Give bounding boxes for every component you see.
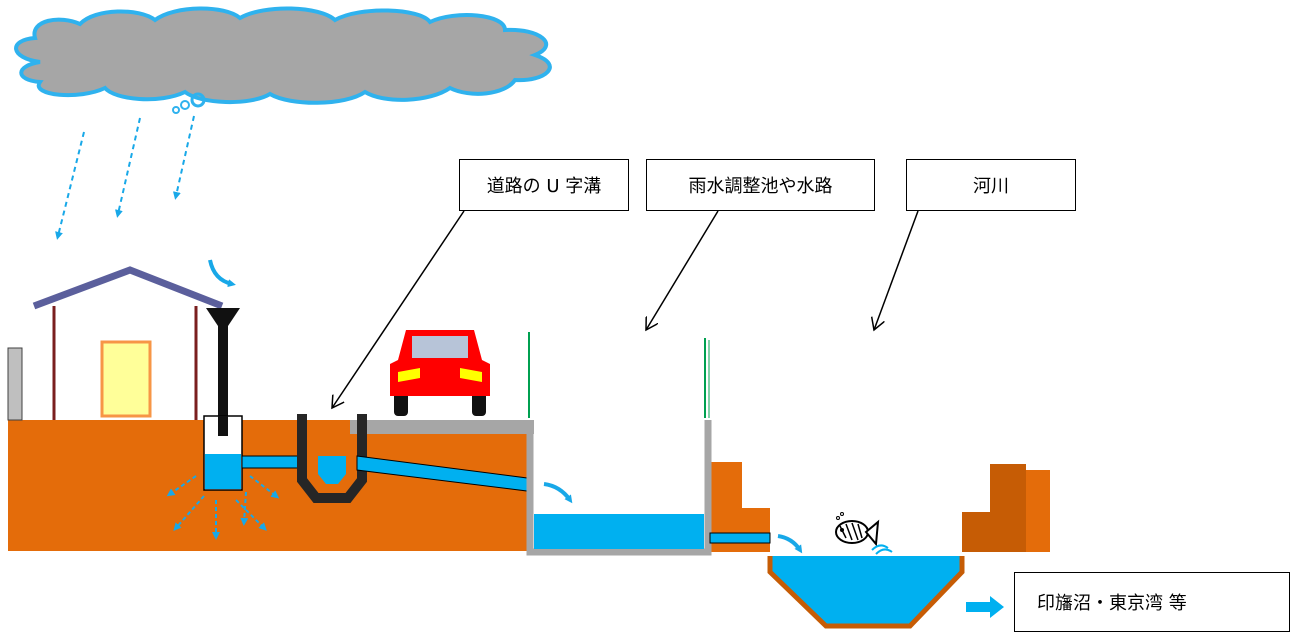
downspout-icon — [206, 308, 240, 436]
outflow-arrow-icon — [966, 596, 1004, 618]
callout-lines — [332, 210, 919, 408]
label-u-ditch: 道路の U 字溝 — [459, 159, 629, 211]
car-icon — [390, 330, 490, 416]
house-icon — [32, 266, 224, 420]
gate-post — [7, 347, 23, 421]
flow-arrow-icon — [777, 534, 803, 554]
cloud-icon — [14, 6, 552, 114]
label-river: 河川 — [906, 159, 1076, 211]
flow-arrow-icon — [208, 259, 236, 288]
flow-arrow-icon — [543, 482, 573, 504]
rain-arrow-icon — [55, 115, 195, 240]
drain-pipe — [241, 455, 307, 469]
infiltration-basin — [203, 415, 243, 491]
infiltration-arrows — [166, 475, 280, 540]
river-outlet-pipe — [709, 532, 771, 544]
label-destination: 印旛沼・東京湾 等 — [1014, 572, 1290, 632]
river-channel — [767, 556, 965, 629]
fish-icon — [835, 512, 893, 555]
road-surface — [350, 420, 534, 434]
label-detention-pond: 雨水調整池や水路 — [646, 159, 875, 211]
detention-pond — [526, 332, 712, 556]
